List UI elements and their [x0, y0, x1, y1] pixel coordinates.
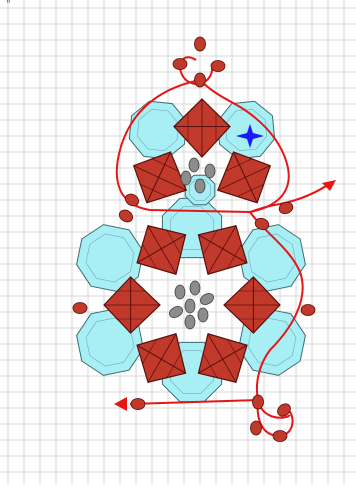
seed-bead-right	[301, 305, 315, 316]
seed-bead-bottom-left	[131, 399, 145, 410]
gray-bead-bottom-4	[198, 308, 208, 322]
seed-bead-left	[73, 303, 87, 314]
seed-bead-picot-bottom-1	[253, 395, 264, 409]
arrow-head-right	[322, 180, 336, 191]
gray-bead-top-4	[181, 171, 191, 185]
gray-bead-top-1	[189, 158, 199, 172]
gray-bead-top-2	[205, 164, 215, 178]
gray-bead-top-3	[195, 179, 205, 193]
gray-bead-bottom-3	[198, 291, 215, 307]
seed-bead-picot-bottom-3	[251, 421, 262, 435]
gray-bead-bottom-7	[185, 299, 195, 313]
gray-bead-bottom-2	[190, 281, 200, 295]
gray-bead-bottom-5	[185, 315, 195, 329]
seed-bead-picot-top-1	[195, 37, 206, 51]
seed-bead-picot-top-3	[211, 61, 225, 72]
seed-bead-picot-top-2	[173, 59, 187, 70]
stray-mark-text: "	[6, 0, 11, 10]
seed-bead-picot-bottom-4	[273, 431, 287, 442]
gray-bead-bottom-6	[167, 304, 184, 320]
bicone-top-1	[174, 99, 230, 157]
seed-bead-picot-top-4	[195, 73, 206, 87]
octagon-crystal-layer	[77, 101, 306, 401]
gray-bead-bottom-1	[175, 285, 185, 299]
